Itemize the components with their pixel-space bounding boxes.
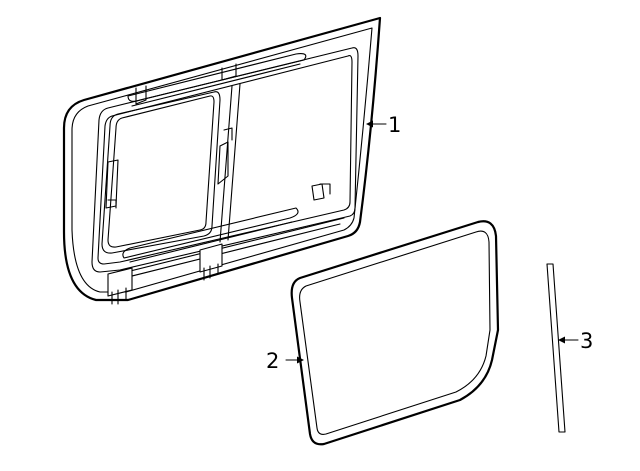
callout-label-3: 3	[580, 329, 593, 353]
callout-label-1: 1	[388, 113, 401, 137]
part-1-window-assembly	[62, 16, 382, 305]
callout-label-2: 2	[266, 349, 279, 373]
callout-2: 2	[266, 349, 304, 373]
callout-3: 3	[558, 329, 593, 353]
part-2-window-seal	[290, 220, 500, 446]
part-3-trim-strip	[546, 263, 566, 433]
callout-1: 1	[366, 113, 401, 137]
